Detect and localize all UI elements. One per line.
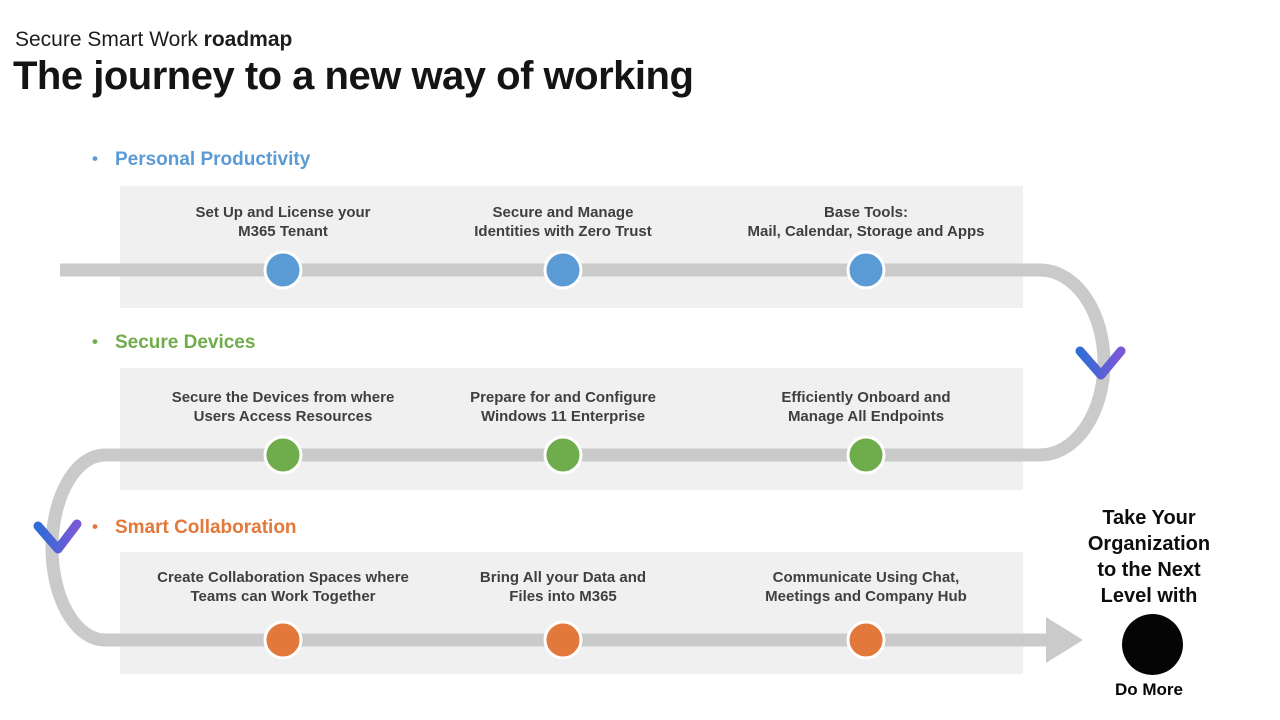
- milestone-base-tools: Base Tools: Mail, Calendar, Storage and …: [711, 203, 1021, 241]
- milestone-windows-11: Prepare for and Configure Windows 11 Ent…: [408, 388, 718, 426]
- cta-line: Take Your: [1102, 507, 1196, 529]
- milestone-line: Efficiently Onboard and: [781, 389, 951, 406]
- bullet-icon: •: [92, 149, 98, 168]
- milestone-m365-tenant: Set Up and License your M365 Tenant: [128, 203, 438, 241]
- milestone-line: Secure and Manage: [492, 204, 634, 221]
- milestone-line: Identities with Zero Trust: [474, 223, 652, 240]
- band-secure-devices: [120, 368, 1023, 490]
- do-more-label: Do More: [1115, 680, 1183, 699]
- milestone-line: Communicate Using Chat,: [772, 569, 960, 586]
- cta-line: Organization: [1087, 533, 1211, 555]
- milestone-line: Users Access Resources: [193, 408, 373, 425]
- milestone-collab-spaces: Create Collaboration Spaces where Teams …: [128, 568, 438, 606]
- section-label: Smart Collaboration: [114, 517, 297, 538]
- milestone-line: Files into M365: [509, 588, 617, 605]
- section-label: Secure Devices: [114, 332, 256, 353]
- milestone-line: Teams can Work Together: [190, 588, 376, 605]
- milestone-line: Bring All your Data and: [479, 569, 647, 586]
- milestone-secure-devices: Secure the Devices from where Users Acce…: [128, 388, 438, 426]
- page-title: The journey to a new way of working: [13, 54, 694, 98]
- milestone-line: Create Collaboration Spaces where: [157, 569, 409, 586]
- chevron-down-icon: [1075, 346, 1126, 380]
- kicker-regular: Secure Smart Work: [15, 28, 204, 51]
- milestone-line: Mail, Calendar, Storage and Apps: [747, 223, 985, 240]
- milestone-line: Windows 11 Enterprise: [480, 408, 646, 425]
- milestone-line: Set Up and License your: [195, 204, 371, 221]
- section-label: Personal Productivity: [114, 149, 311, 170]
- section-title-smart-collaboration: • Smart Collaboration: [92, 517, 297, 539]
- milestone-line: Secure the Devices from where: [171, 389, 395, 406]
- milestone-data-m365: Bring All your Data and Files into M365: [408, 568, 718, 606]
- milestone-line: Prepare for and Configure: [470, 389, 656, 406]
- milestone-line: Base Tools:: [824, 204, 908, 221]
- milestone-line: Manage All Endpoints: [787, 408, 945, 425]
- do-more-logo: [1122, 614, 1183, 675]
- milestone-line: Meetings and Company Hub: [765, 588, 967, 605]
- cta-line: to the Next: [1097, 559, 1201, 581]
- cta-text: Take Your Organization to the Next Level…: [1075, 505, 1223, 609]
- bullet-icon: •: [92, 517, 98, 536]
- path-arrowhead-icon: [1046, 617, 1083, 663]
- chevron-down-icon: [33, 519, 82, 554]
- slide-kicker: Secure Smart Work roadmap: [15, 28, 292, 52]
- cta-line: Level with: [1100, 585, 1198, 607]
- section-title-secure-devices: • Secure Devices: [92, 332, 255, 354]
- bullet-icon: •: [92, 332, 98, 351]
- milestone-line: M365 Tenant: [238, 223, 328, 240]
- kicker-bold: roadmap: [203, 28, 293, 51]
- milestone-zero-trust: Secure and Manage Identities with Zero T…: [408, 203, 718, 241]
- milestone-communicate: Communicate Using Chat, Meetings and Com…: [711, 568, 1021, 606]
- section-title-personal-productivity: • Personal Productivity: [92, 149, 310, 171]
- milestone-endpoints: Efficiently Onboard and Manage All Endpo…: [711, 388, 1021, 426]
